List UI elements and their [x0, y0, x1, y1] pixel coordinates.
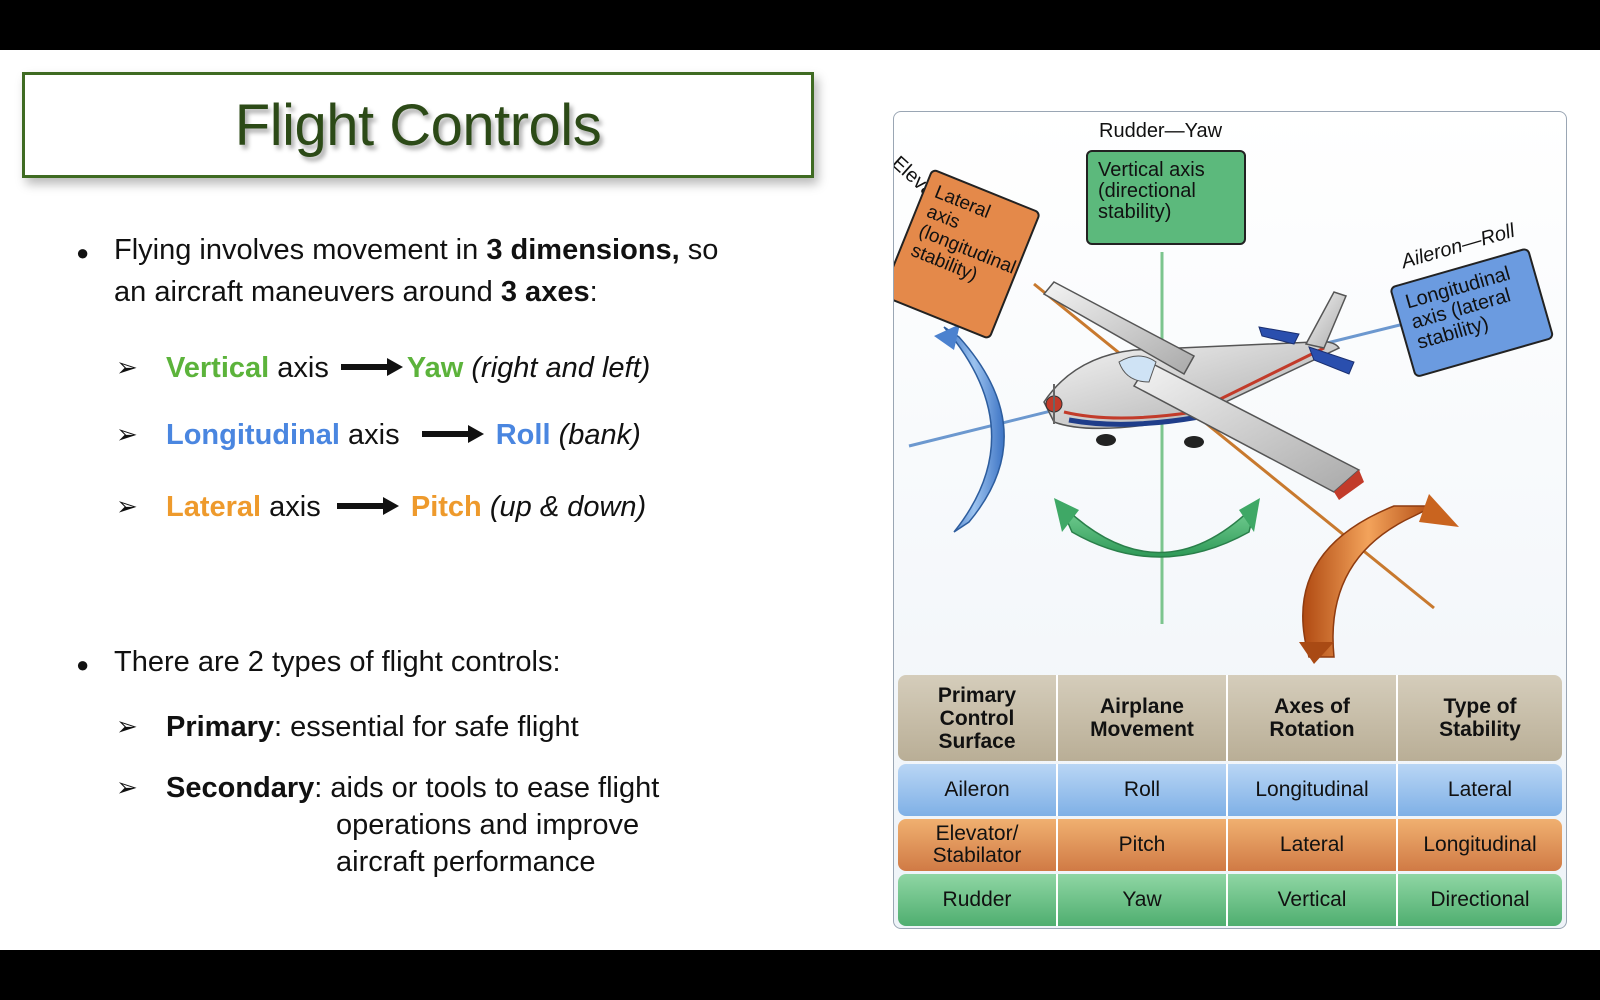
axis-word: axis: [348, 419, 400, 451]
rotation-arrow-icon: [943, 326, 1005, 533]
motion-detail: (right and left): [471, 352, 651, 384]
vertical-axis-line3: stability): [1098, 201, 1172, 223]
table-cell: Rudder: [898, 874, 1058, 926]
header-text: Stability: [1439, 718, 1521, 741]
bullet1-line2: an aircraft maneuvers around 3 axes:: [114, 271, 598, 314]
table-cell: Aileron: [898, 764, 1058, 816]
vertical-axis-line2: (directional: [1098, 180, 1196, 202]
table-cell: Longitudinal: [1423, 833, 1537, 856]
bullet1-bold-dimensions: 3 dimensions,: [486, 234, 680, 266]
header-text: Rotation: [1269, 718, 1355, 741]
table-cell: Yaw: [1058, 874, 1228, 926]
table-cell: Roll: [1058, 764, 1228, 816]
title-box: Flight Controls: [22, 72, 814, 178]
right-arrow-icon: [421, 425, 484, 444]
arrowhead-icon: ➢: [116, 352, 138, 382]
motion-name: Pitch: [410, 491, 482, 523]
rudder-yaw-label: Rudder—Yaw: [1099, 120, 1223, 142]
motion-name: Roll: [495, 419, 551, 451]
table-cell: Elevator/ Stabilator: [898, 819, 1058, 871]
arrowhead-icon: ➢: [116, 419, 138, 449]
bullet1-text: Flying involves movement in: [114, 234, 487, 266]
table-cell: Longitudinal: [1228, 764, 1398, 816]
axis-item-longitudinal: Longitudinal axis Roll (bank): [166, 414, 641, 457]
header-text: Axes of: [1274, 695, 1350, 718]
table-row: Elevator/ Stabilator Pitch Lateral Longi…: [898, 819, 1562, 871]
motion-name: Yaw: [406, 352, 464, 384]
right-arrow-icon: [340, 358, 403, 377]
bullet-dot-icon: ●: [76, 652, 90, 677]
arrowhead-icon: ➢: [116, 491, 138, 521]
control-desc-line3: aircraft performance: [336, 846, 596, 878]
bullet2-text: There are 2 types of flight controls:: [114, 646, 561, 678]
bullet1-text-line2: an aircraft maneuvers around: [114, 276, 501, 308]
motion-detail: (bank): [558, 419, 641, 451]
bullet1-text-so: so: [679, 234, 719, 266]
control-desc: : aids or tools to ease flight: [314, 772, 660, 804]
header-text: Primary: [937, 683, 1017, 707]
right-arrow-icon: [336, 497, 399, 516]
rotation-arrow-icon: [1302, 505, 1435, 658]
vertical-axis-box: Vertical axis (directional stability): [1086, 150, 1246, 245]
bullet1-line1: Flying involves movement in 3 dimensions…: [114, 229, 718, 272]
control-item-primary: Primary: essential for safe flight: [166, 706, 579, 749]
axes-figure: Rudder—Yaw Vertical axis (directional st…: [893, 111, 1567, 929]
table-row: Rudder Yaw Vertical Directional: [898, 874, 1562, 926]
axis-name: Lateral: [166, 491, 262, 523]
arrowhead-icon: ➢: [116, 772, 138, 802]
bullet1-bold-axes: 3 axes: [500, 276, 590, 308]
header-text: Movement: [1090, 718, 1194, 741]
top-letterbox: [0, 0, 1600, 50]
slide: Flight Controls ● Flying involves moveme…: [0, 50, 1600, 950]
table-row: Aileron Roll Longitudinal Lateral: [898, 764, 1562, 816]
header-text: Type of: [1443, 695, 1517, 718]
axis-item-lateral: Lateral axis Pitch (up & down): [166, 486, 646, 529]
table-cell: Pitch: [1058, 819, 1228, 871]
motion-detail: (up & down): [489, 491, 647, 523]
bullet-dot-icon: ●: [76, 240, 90, 265]
control-name: Primary: [166, 711, 275, 743]
bullet1-colon: :: [589, 276, 598, 308]
header-text: Surface: [938, 729, 1016, 753]
control-name: Secondary: [166, 772, 315, 804]
table-cell: Vertical: [1228, 874, 1398, 926]
header-text: Airplane: [1099, 695, 1184, 718]
table-cell: Lateral: [1447, 778, 1513, 801]
axis-word: axis: [277, 352, 329, 384]
page-title: Flight Controls: [234, 92, 602, 158]
airplane-illustration: [908, 252, 1459, 664]
vertical-axis-line1: Vertical axis: [1098, 159, 1205, 181]
bottom-letterbox: [0, 950, 1600, 1000]
control-desc: : essential for safe flight: [274, 711, 579, 743]
control-desc-line2: operations and improve: [336, 809, 640, 841]
axis-item-vertical: Vertical axis Yaw (right and left): [166, 347, 650, 390]
arrowhead-icon: ➢: [116, 711, 138, 741]
table-cell: Directional: [1430, 888, 1530, 911]
axis-name: Longitudinal: [166, 419, 340, 451]
control-item-secondary: Secondary: aids or tools to ease flight: [166, 767, 659, 810]
header-text: Control: [939, 706, 1015, 730]
table-cell: Lateral: [1228, 819, 1398, 871]
axis-name: Vertical: [166, 352, 270, 384]
axis-word: axis: [269, 491, 321, 523]
rotation-arrow-icon: [1058, 501, 1258, 558]
